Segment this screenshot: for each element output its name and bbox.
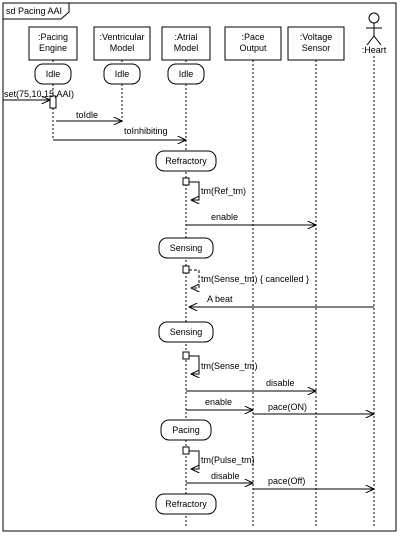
- message-label-pulse-tm: tm(Pulse_tm): [201, 455, 255, 465]
- frame-title-tab: [2, 2, 70, 20]
- message-label-set: set(75,10,15,AAI): [4, 89, 74, 99]
- message-label-toidle: toIdle: [76, 110, 98, 120]
- lifeline-voltage-sensor: :Voltage Sensor: [287, 26, 345, 528]
- state-idle-pacing-engine: Idle: [34, 63, 72, 85]
- lifeline-heart: :Heart: [362, 12, 387, 528]
- message-label-sense-tm-cancelled: tm(Sense_tm) { cancelled }: [201, 274, 309, 284]
- lifeline-label-voltage-sensor-line1: :Voltage: [300, 32, 333, 42]
- message-toinhibiting: toInhibiting: [53, 126, 186, 140]
- state-label: Pacing: [172, 425, 200, 435]
- message-label-sense-tm: tm(Sense_tm): [201, 361, 258, 371]
- lifeline-label-pacing-engine-line2: Engine: [39, 43, 67, 53]
- frame-title: sd Pacing AAI: [6, 6, 62, 16]
- state-refractory-2: Refractory: [155, 493, 217, 515]
- message-enable-output: enable: [186, 397, 253, 410]
- state-label: Refractory: [165, 499, 207, 509]
- state-idle-atrial-model: Idle: [167, 63, 205, 85]
- message-label-ref-tm: tm(Ref_tm): [201, 186, 246, 196]
- lifeline-label-pace-output-line1: :Pace: [241, 32, 264, 42]
- lifeline-label-atrial-model-line1: :Atrial: [174, 32, 197, 42]
- state-sensing-2: Sensing: [158, 321, 214, 343]
- state-refractory-1: Refractory: [155, 150, 217, 172]
- lifeline-head-pace-output: [224, 26, 282, 61]
- message-a-beat: A beat: [189, 294, 374, 307]
- self-message-sense-tm: tm(Sense_tm): [182, 351, 258, 374]
- message-enable-sensor: enable: [186, 212, 316, 225]
- state-label: Sensing: [170, 243, 203, 253]
- lifeline-head-pacing-engine: [28, 26, 78, 61]
- lifeline-head-ventricular-model: [93, 26, 151, 61]
- message-disable-output: disable: [186, 471, 253, 483]
- lifeline-label-pacing-engine-line1: :Pacing: [38, 32, 68, 42]
- message-pace-on: pace(ON): [253, 402, 374, 414]
- state-sensing-1: Sensing: [158, 237, 214, 259]
- message-toidle: toIdle: [56, 110, 122, 121]
- message-pace-off: pace(Off): [253, 476, 374, 489]
- state-idle-ventricular-model: Idle: [103, 63, 141, 85]
- lifeline-ventricular-model: :Ventricular Model: [93, 26, 151, 124]
- message-label-enable-output: enable: [205, 397, 232, 407]
- state-label: Sensing: [170, 327, 203, 337]
- message-set: set(75,10,15,AAI): [3, 89, 74, 100]
- state-pacing: Pacing: [160, 419, 212, 441]
- lifeline-label-ventricular-model-line1: :Ventricular: [99, 32, 144, 42]
- lifeline-label-voltage-sensor-line2: Sensor: [302, 43, 331, 53]
- lifeline-label-atrial-model-line2: Model: [174, 43, 199, 53]
- actor-stick-figure-icon: [366, 12, 382, 46]
- message-label-disable-output: disable: [211, 471, 240, 481]
- lifeline-pacing-engine: :Pacing Engine: [28, 26, 78, 140]
- message-label-disable-sensor: disable: [266, 378, 295, 388]
- lifeline-head-voltage-sensor: [287, 26, 345, 61]
- lifeline-pace-output: :Pace Output: [224, 26, 282, 528]
- frame-border: [2, 2, 397, 532]
- state-label: Idle: [115, 69, 130, 79]
- self-message-ref-tm: tm(Ref_tm): [182, 177, 246, 200]
- lifeline-label-pace-output-line2: Output: [239, 43, 267, 53]
- state-label: Refractory: [165, 156, 207, 166]
- message-label-toinhibiting: toInhibiting: [124, 126, 168, 136]
- lifeline-label-heart: :Heart: [362, 45, 387, 55]
- message-disable-sensor: disable: [186, 378, 316, 391]
- lifeline-head-atrial-model: [161, 26, 211, 61]
- state-label: Idle: [46, 69, 61, 79]
- message-label-a-beat: A beat: [207, 294, 233, 304]
- self-message-sense-tm-cancelled: tm(Sense_tm) { cancelled }: [182, 265, 309, 288]
- message-label-pace-on: pace(ON): [268, 402, 307, 412]
- lifeline-label-ventricular-model-line2: Model: [110, 43, 135, 53]
- message-label-enable-sensor: enable: [211, 212, 238, 222]
- self-message-pulse-tm: tm(Pulse_tm): [182, 446, 255, 469]
- state-label: Idle: [179, 69, 194, 79]
- message-label-pace-off: pace(Off): [268, 476, 305, 486]
